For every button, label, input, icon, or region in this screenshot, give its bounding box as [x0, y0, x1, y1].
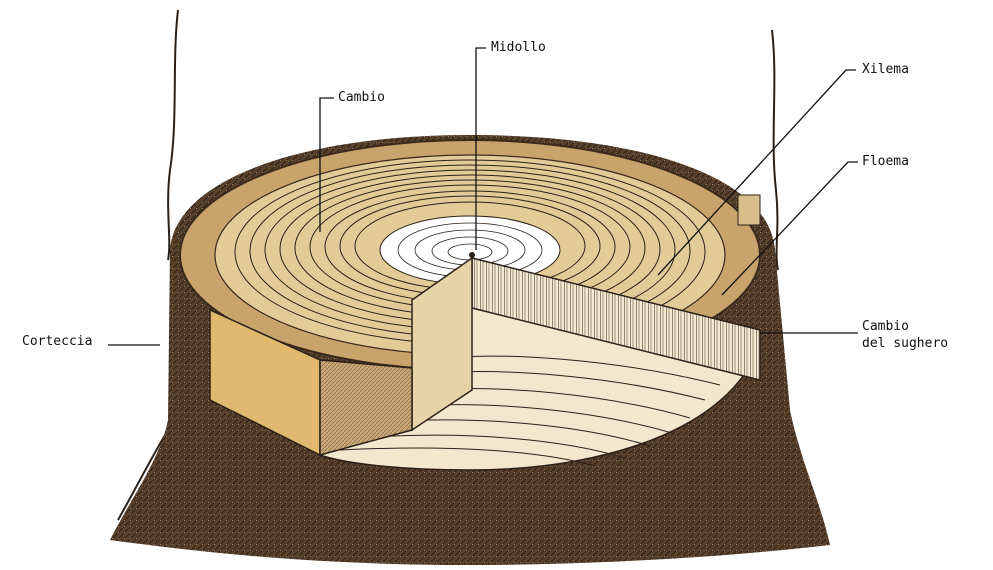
- label-cambio-sughero-line1: Cambio: [862, 318, 948, 335]
- label-xilema: Xilema: [862, 61, 909, 78]
- label-midollo: Midollo: [491, 39, 546, 56]
- label-cambio-sughero-line2: del sughero: [862, 335, 948, 352]
- trunk-outline-left: [168, 10, 178, 260]
- label-cambio-del-sughero: Cambio del sughero: [862, 318, 948, 352]
- label-corteccia: Corteccia: [22, 333, 92, 350]
- label-floema: Floema: [862, 153, 909, 170]
- label-cambio: Cambio: [338, 89, 385, 106]
- bark-edge-patch: [738, 195, 760, 225]
